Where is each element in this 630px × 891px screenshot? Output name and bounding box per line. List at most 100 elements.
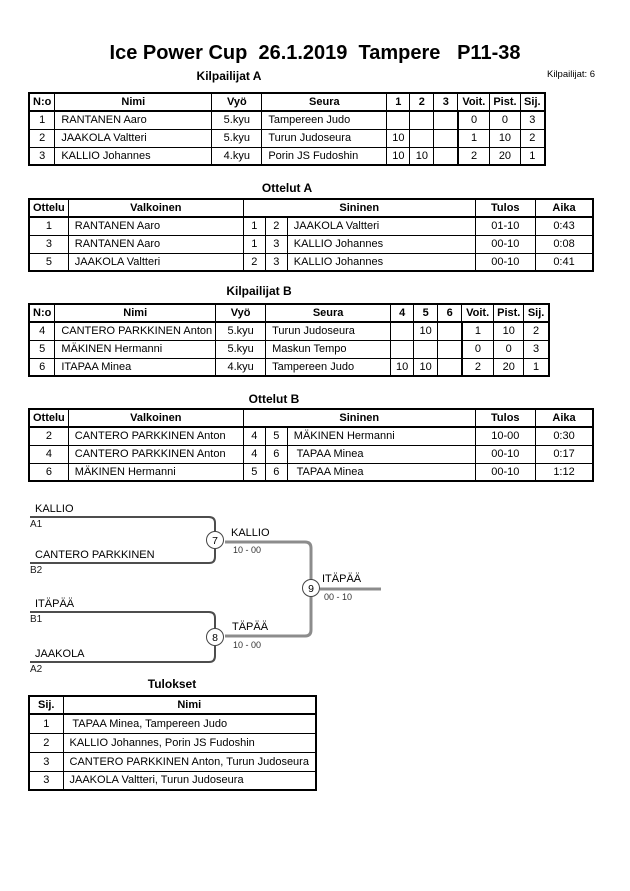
column-header: Pist.	[489, 92, 521, 112]
match-score: 00 - 10	[324, 592, 353, 602]
table-cell: TAPAA Minea, Tampereen Judo	[62, 713, 317, 734]
heading-kilpailijat-a: Kilpailijat A	[196, 69, 262, 83]
bracket-slot-name: CANTERO PARKKINEN	[35, 549, 155, 561]
column-header: Tulos	[474, 408, 536, 428]
table-cell: 1	[519, 146, 546, 166]
table-cell: 4.kyu	[211, 146, 263, 166]
bracket-slot-name: ITÄPÄÄ	[35, 598, 75, 610]
table-cell: 3	[28, 751, 64, 772]
bracket-slot-seed: B2	[30, 565, 43, 576]
column-header: Tulos	[474, 198, 536, 218]
table-cell: 2	[460, 357, 495, 377]
column-header: Sininen	[242, 198, 476, 218]
column-header: Valkoinen	[67, 408, 244, 428]
table-cell: 1	[523, 357, 550, 377]
table-cell: Turun Judoseura	[265, 321, 392, 341]
table-cell: 0:43	[534, 216, 594, 236]
bracket-line-winner-8	[225, 597, 313, 638]
table-cell: KALLIO Johannes	[286, 252, 476, 272]
column-header: 1	[386, 92, 411, 112]
bracket-slot-seed: B1	[30, 614, 43, 625]
match-score: 10 - 00	[233, 640, 262, 650]
table-cell: 3	[28, 770, 64, 791]
match-winner: KALLIO	[231, 527, 270, 539]
column-header: Pist.	[493, 303, 525, 323]
table-cell: 2	[28, 732, 64, 753]
table-cell: Porin JS Fudoshin	[261, 146, 388, 166]
table-cell: 0:17	[534, 444, 594, 464]
column-header: Nimi	[62, 695, 317, 715]
table-cell: 2	[456, 146, 491, 166]
table-cell: Tampereen Judo	[265, 357, 392, 377]
table-cell: CANTERO PARKKINEN Anton	[67, 444, 244, 464]
heading-ottelut-b: Ottelut B	[248, 392, 300, 406]
column-header: Sij.	[519, 92, 546, 112]
table-cell: 4.kyu	[215, 357, 267, 377]
table-cell: 00-10	[474, 462, 536, 482]
table-cell: CANTERO PARKKINEN Anton	[54, 321, 217, 341]
table-cell: 6	[264, 462, 288, 482]
match-number-circle: 7	[206, 531, 224, 549]
bracket-slot-name: KALLIO	[35, 503, 74, 515]
table-cell: JAAKOLA Valtteri	[67, 252, 244, 272]
column-header: Vyö	[211, 92, 263, 112]
table-cell: ITAPAA Minea	[54, 357, 217, 377]
table-cell: 0:41	[534, 252, 594, 272]
column-header: Sij.	[28, 695, 64, 715]
table-cell: MÄKINEN Hermanni	[67, 462, 244, 482]
column-header: N:o	[28, 92, 56, 112]
match-winner: ITÄPÄÄ	[322, 573, 362, 585]
column-header: Aika	[534, 198, 594, 218]
column-header: Aika	[534, 408, 594, 428]
table-cell: 5.kyu	[211, 110, 263, 130]
heading-kilpailijat-b: Kilpailijat B	[226, 284, 292, 298]
column-header: N:o	[28, 303, 56, 323]
bracket-line-slot-b1	[30, 611, 216, 628]
match-score: 10 - 00	[233, 545, 262, 555]
table-cell: CANTERO PARKKINEN Anton, Turun Judoseura	[62, 751, 317, 772]
column-header: Sij.	[523, 303, 550, 323]
table-cell: 6	[28, 462, 69, 482]
table-cell: KALLIO Johannes	[54, 146, 213, 166]
column-header: Vyö	[215, 303, 267, 323]
table-cell: 10	[390, 357, 415, 377]
column-header: 3	[433, 92, 459, 112]
table-cell: CANTERO PARKKINEN Anton	[67, 426, 244, 446]
match-number-circle: 9	[302, 579, 320, 597]
table-cell: 5	[28, 252, 69, 272]
table-cell: 1:12	[534, 462, 594, 482]
table-cell: 20	[489, 146, 521, 166]
bracket-line-slot-a2	[30, 646, 216, 663]
table-row: 1 TAPAA Minea, Tampereen Judo	[28, 713, 317, 734]
table-cell: 10	[493, 321, 525, 341]
column-header: Ottelu	[28, 198, 69, 218]
heading-ottelut-a: Ottelut A	[261, 181, 313, 195]
bracket-line-winner-7	[225, 540, 313, 579]
column-header: Seura	[261, 92, 388, 112]
table-cell: KALLIO Johannes, Porin JS Fudoshin	[62, 732, 317, 753]
table-cell: 20	[493, 357, 525, 377]
bracket-slot-seed: A1	[30, 519, 43, 530]
column-header: Voit.	[461, 303, 495, 323]
competitors-count: Kilpailijat: 6	[547, 69, 596, 80]
